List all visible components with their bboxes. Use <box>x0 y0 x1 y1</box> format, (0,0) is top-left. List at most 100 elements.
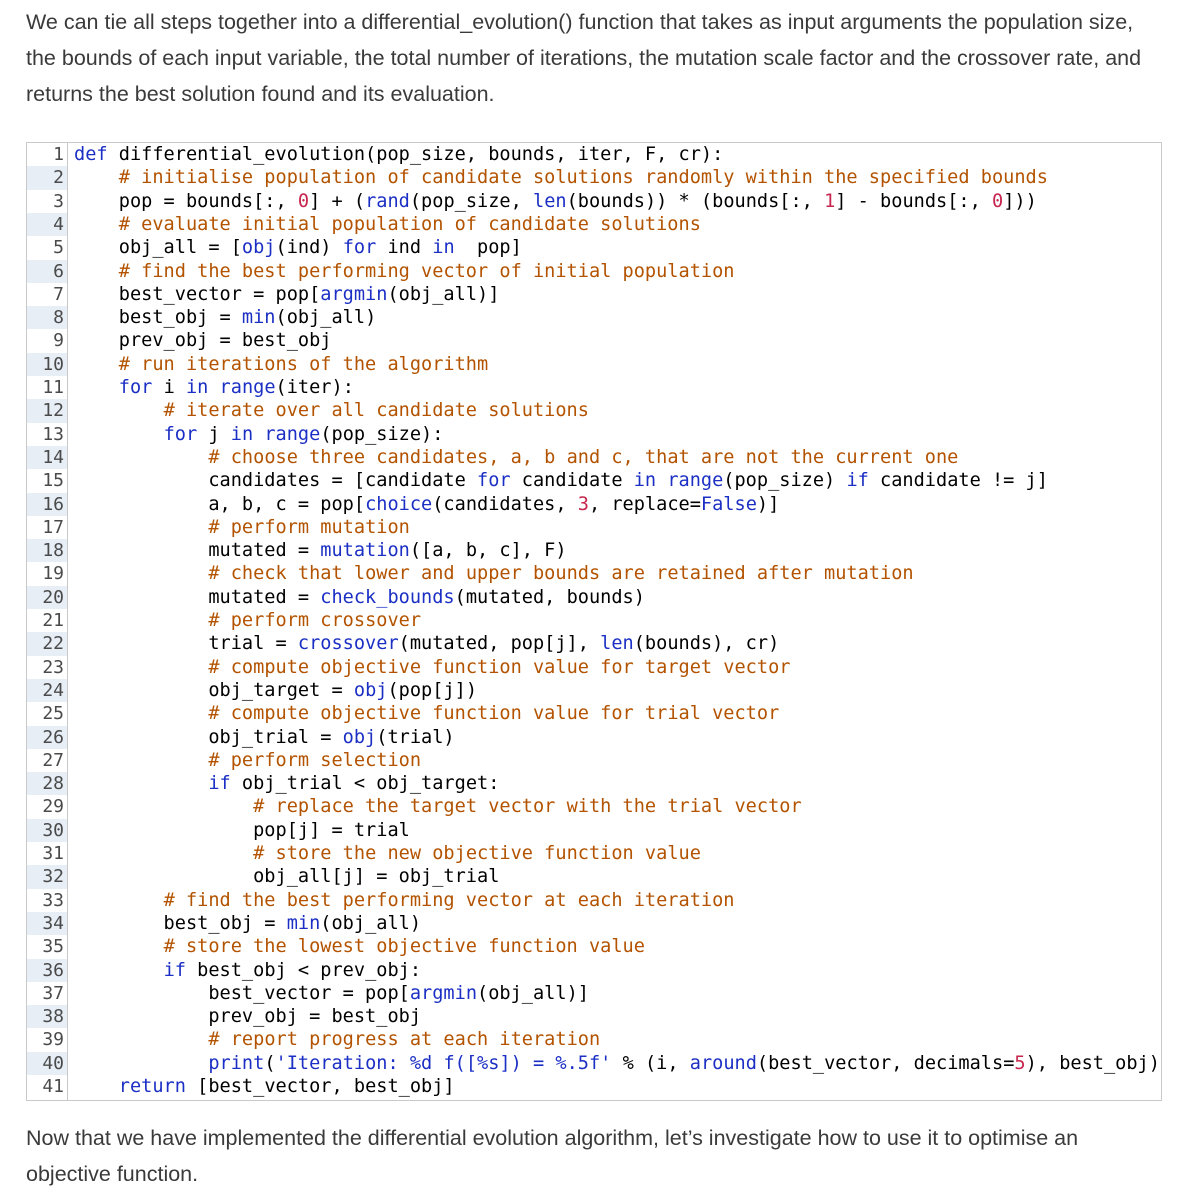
code-text: pop[j] = trial <box>74 819 410 842</box>
code-token: 0 <box>992 190 1004 212</box>
code-text: # choose three candidates, a, b and c, t… <box>74 446 958 469</box>
code-text: # compute objective function value for t… <box>74 656 790 679</box>
code-token: ind <box>376 237 433 259</box>
line-number: 19 <box>42 563 64 585</box>
code-token <box>74 261 119 282</box>
code-line: 26 obj_trial = obj(trial) <box>27 725 1161 749</box>
code-token: candidate != j] <box>868 470 1048 492</box>
code-token: # find the best performing vector of ini… <box>118 260 735 282</box>
code-text: # check that lower and upper bounds are … <box>74 562 914 585</box>
code-line: 10 # run iterations of the algorithm <box>27 352 1161 376</box>
code-token: min <box>241 307 276 329</box>
code-line: 24 obj_target = obj(pop[j]) <box>27 678 1161 703</box>
line-number: 35 <box>42 936 64 958</box>
code-token: [best_vector, best_obj] <box>185 1076 455 1097</box>
code-text: # perform selection <box>74 749 421 772</box>
line-number: 11 <box>42 377 64 398</box>
code-token <box>74 1076 119 1097</box>
line-number: 41 <box>42 1076 64 1097</box>
code-token: len <box>533 190 567 212</box>
line-number: 17 <box>42 516 64 538</box>
line-number: 23 <box>42 656 64 678</box>
code-token: pop[j] = trial <box>74 819 410 841</box>
code-text: # perform crossover <box>74 609 421 632</box>
code-text: prev_obj = best_obj <box>74 1005 421 1028</box>
code-token <box>74 400 164 421</box>
code-token: in <box>432 237 455 259</box>
code-token: prev_obj = best_obj <box>74 1006 422 1028</box>
code-token: 0 <box>297 190 310 212</box>
line-number: 33 <box>42 889 64 911</box>
line-number: 28 <box>27 772 67 796</box>
code-token: in <box>633 470 657 492</box>
code-text: # compute objective function value for t… <box>74 702 779 725</box>
code-text: # initialise population of candidate sol… <box>74 166 1048 189</box>
code-line: 22 trial = crossover(mutated, pop[j], le… <box>27 632 1161 656</box>
code-token <box>74 960 164 981</box>
code-token: if <box>846 470 869 492</box>
code-token: 5 <box>1014 1052 1026 1074</box>
code-token <box>74 563 208 584</box>
code-line: 8 best_obj = min(obj_all) <box>27 306 1161 330</box>
code-text: a, b, c = pop[choice(candidates, 3, repl… <box>74 493 779 516</box>
code-text: # store the new objective function value <box>74 842 701 865</box>
code-text: # find the best performing vector at eac… <box>74 889 735 912</box>
code-token: (candidates, <box>432 493 578 515</box>
code-token: (obj_all)] <box>387 283 500 305</box>
code-line: 20 mutated = check_bounds(mutated, bound… <box>27 585 1161 609</box>
line-number: 10 <box>27 352 67 376</box>
code-token: (bounds), cr) <box>633 633 780 655</box>
line-number: 39 <box>42 1029 64 1051</box>
code-text: # evaluate initial population of candida… <box>74 213 701 236</box>
outro-paragraph: Now that we have implemented the differe… <box>26 1126 1079 1186</box>
code-token: best_vector = pop[ <box>74 283 321 305</box>
code-token: argmin <box>320 283 388 305</box>
code-line: 19 # check that lower and upper bounds a… <box>27 562 1161 585</box>
code-text: mutated = check_bounds(mutated, bounds) <box>74 586 645 609</box>
code-token: (best_vector, decimals= <box>756 1052 1015 1074</box>
code-line: 16 a, b, c = pop[choice(candidates, 3, r… <box>27 492 1161 516</box>
code-token: (obj_all) <box>320 912 422 934</box>
code-token <box>74 354 119 375</box>
code-token: ] + ( <box>309 190 366 212</box>
line-number: 5 <box>53 237 64 259</box>
code-line: 36 if best_obj < prev_obj: <box>27 958 1161 982</box>
code-token: # choose three candidates, a, b and c, t… <box>208 446 959 468</box>
code-token: # initialise population of candidate sol… <box>118 167 1048 189</box>
code-text: # perform mutation <box>74 516 410 539</box>
code-token: 3 <box>577 493 589 515</box>
code-token: (iter): <box>275 377 354 398</box>
line-number: 9 <box>53 330 64 352</box>
code-token: # check that lower and upper bounds are … <box>208 563 914 585</box>
code-token: a, b, c = pop[ <box>74 493 366 515</box>
line-number: 6 <box>27 259 67 283</box>
code-token <box>74 796 253 817</box>
line-number: 13 <box>42 423 64 445</box>
line-number: 7 <box>53 283 64 305</box>
code-text: trial = crossover(mutated, pop[j], len(b… <box>74 632 779 655</box>
line-number: 21 <box>42 610 64 631</box>
line-number: 32 <box>27 865 67 889</box>
code-token: candidate <box>510 470 634 492</box>
code-text: return [best_vector, best_obj] <box>74 1075 455 1098</box>
code-token: for <box>477 470 511 492</box>
code-token: (obj_all)] <box>477 982 589 1004</box>
code-token: (bounds)) * (bounds[:, <box>566 190 825 212</box>
code-token <box>74 936 164 957</box>
code-token: rand <box>365 190 410 212</box>
code-token: range <box>253 423 321 445</box>
code-token: # evaluate initial population of candida… <box>118 213 701 235</box>
code-token: (trial) <box>376 726 455 748</box>
code-token: 'Iteration: %d f([%s]) = %.5f' <box>275 1052 612 1074</box>
code-line: 28 if obj_trial < obj_target: <box>27 772 1161 796</box>
line-number: 15 <box>42 470 64 492</box>
code-line: 4 # evaluate initial population of candi… <box>27 212 1161 237</box>
code-token: ([a, b, c], F) <box>409 540 567 562</box>
code-token <box>74 843 253 864</box>
code-text: for i in range(iter): <box>74 376 354 399</box>
line-number: 12 <box>27 399 67 423</box>
intro-paragraph: We can tie all steps together into a dif… <box>26 10 1142 106</box>
code-token: ])) <box>1003 190 1037 212</box>
code-line: 2 # initialise population of candidate s… <box>27 166 1161 190</box>
